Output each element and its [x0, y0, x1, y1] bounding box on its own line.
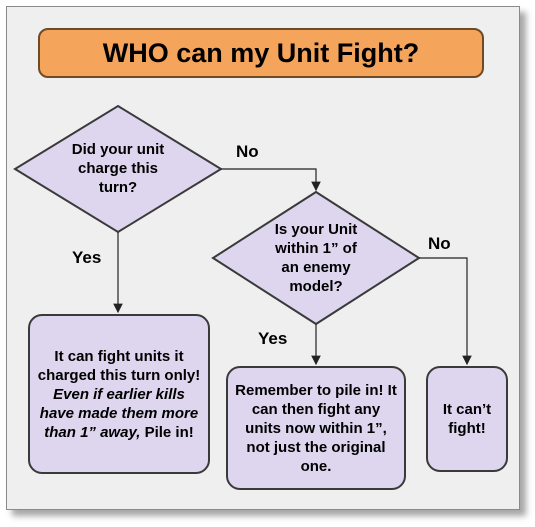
diagram-title: WHO can my Unit Fight?: [38, 28, 484, 78]
connector-within-no: [419, 257, 472, 366]
outcome-cant-fight-box: It can’t fight!: [426, 366, 508, 472]
outcome-pile-in-box: Remember to pile in! It can then fight a…: [226, 366, 406, 490]
outcome-charged-text-2: Pile in!: [144, 423, 194, 441]
edge-label-charge-yes: Yes: [72, 248, 102, 267]
outcome-charged-text-1: It can fight units it charged this turn …: [37, 347, 201, 384]
edge-label-within-no: No: [428, 234, 451, 253]
edge-label-within-yes: Yes: [258, 329, 288, 348]
decision-within-text: Is your Unit within 1” of an enemy model…: [274, 221, 358, 295]
decision-charge-text: Did your unit charge this turn?: [71, 141, 165, 196]
outcome-charged-box: It can fight units it charged this turn …: [28, 314, 210, 474]
connector-charge-no: [221, 168, 321, 192]
outcome-charged-text-italic: Even if earlier kills have made them mor…: [39, 385, 199, 441]
edge-label-charge-no: No: [236, 142, 259, 161]
